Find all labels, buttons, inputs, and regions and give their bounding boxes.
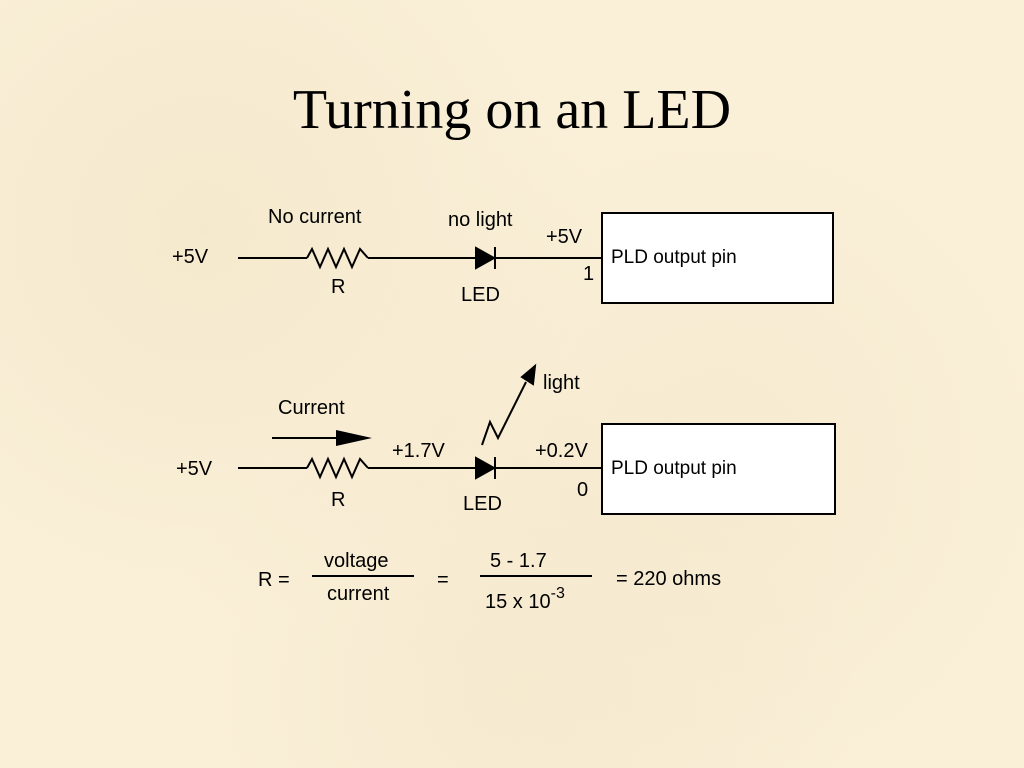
supply-label-2: +5V [176,458,213,480]
resistor-2-icon [306,456,369,480]
led-voltage-label: +1.7V [392,440,445,462]
pin-logic-label-1: 1 [583,263,595,285]
resistor-1-icon [306,246,369,270]
pin-logic-label-2: 0 [577,479,589,501]
light-arrow-head-icon [520,363,537,386]
circuit-on-wiring [238,363,602,480]
pld-output-pin-box-2: PLD output pin [601,423,836,515]
led-status-label-1: no light [448,209,513,231]
circuit-off-wiring [238,246,602,270]
light-emission-icon [481,381,527,446]
led-label-2: LED [463,493,502,515]
led-2-diode-icon [475,456,497,480]
formula-denominator-2-exponent: -3 [550,585,565,602]
slide-title: Turning on an LED [292,79,732,141]
led-label-1: LED [461,284,500,306]
led-status-label-2: light [543,372,580,394]
supply-label-1: +5V [172,246,209,268]
pin-voltage-label-1: +5V [546,226,583,248]
formula-denominator-2-base: 15 x 10 [485,591,551,613]
led-1-diode-icon [475,246,497,270]
formula-denominator-2: 15 x 10-3 [485,585,565,615]
pin-voltage-label-2: +0.2V [535,440,588,462]
formula-numerator-1: voltage [324,550,389,572]
current-label-1: No current [268,206,362,228]
resistor-label-1: R [331,276,346,298]
formula-numerator-2: 5 - 1.7 [490,550,547,572]
formula-denominator-1: current [327,583,390,605]
current-arrow-icon [336,430,372,446]
resistor-label-2: R [331,489,346,511]
pld-box-label-1: PLD output pin [611,247,737,268]
formula-lhs: R = [258,569,290,591]
current-label-2: Current [278,397,345,419]
formula-equals: = [437,569,449,591]
pld-output-pin-box-1: PLD output pin [601,212,834,304]
pld-box-label-2: PLD output pin [611,458,737,479]
formula-result: = 220 ohms [616,568,722,590]
